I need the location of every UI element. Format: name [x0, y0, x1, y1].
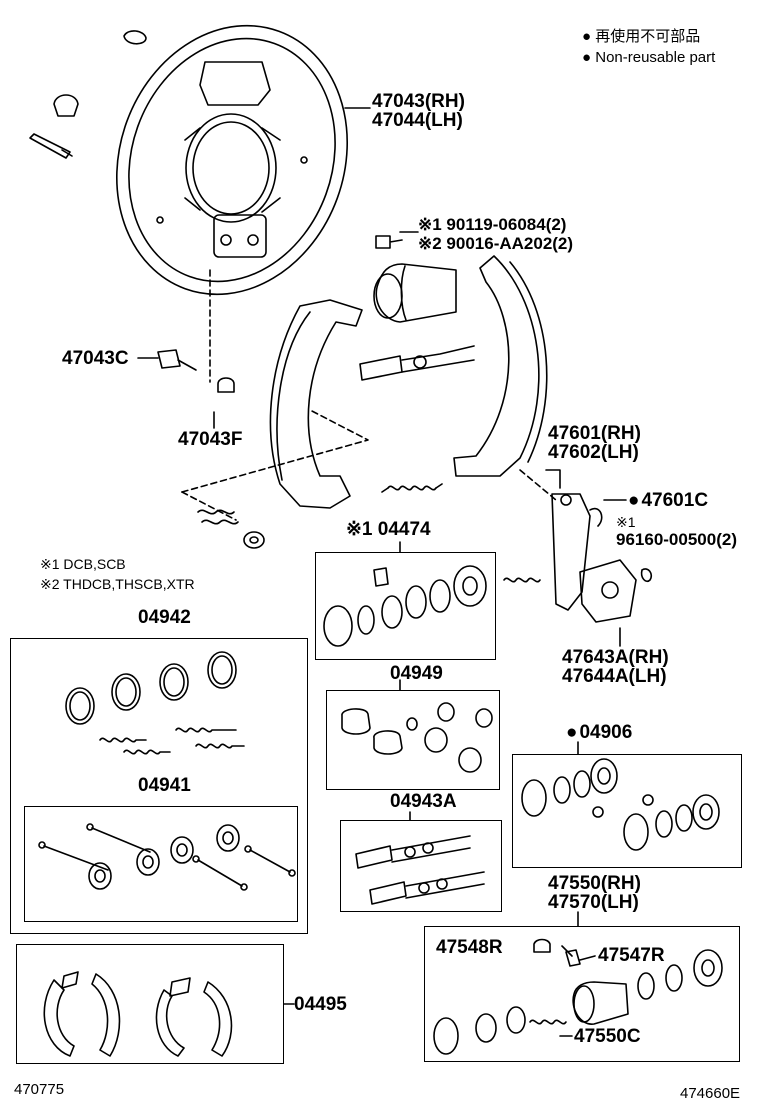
label-adjuster: 47643A(RH) 47644A(LH) — [562, 647, 669, 687]
kit-04474-parts — [323, 565, 487, 647]
kit-04495-box — [16, 944, 284, 1064]
kit-04906-box — [512, 754, 742, 868]
label-shoe-kit: 04495 — [294, 994, 347, 1015]
label-wheel-cylinder: 47550(RH) 47570(LH) — [548, 873, 641, 913]
label-clip: 47601C — [628, 490, 708, 511]
label-kit-04906: 04906 — [566, 722, 632, 743]
wheel-cylinder-box — [424, 926, 740, 1062]
label-washer: 96160-00500(2) — [616, 530, 737, 549]
label-cyl-spring: 47550C — [574, 1026, 641, 1047]
kit-04942-box — [10, 638, 308, 934]
kit-04941-box — [24, 806, 298, 922]
wheel-cylinder-parts — [433, 938, 723, 1055]
kit-04474-box — [315, 552, 496, 660]
kit-04906-parts — [521, 758, 720, 851]
label-cylinder-kit: ※1 04474 — [346, 519, 431, 540]
label-bolt-1: ※1 90119-06084(2) — [418, 215, 567, 234]
label-pin: 47043C — [62, 348, 129, 369]
label-spring-kit: 04942 — [138, 607, 191, 628]
legend-bullet-icon: ● — [582, 28, 592, 45]
label-kit-04949: 04949 — [390, 663, 443, 684]
ref-right: 474660E — [680, 1085, 741, 1102]
label-nut: 47043F — [178, 429, 243, 450]
label-kit-04943a: 04943A — [390, 791, 457, 812]
non-reusable-dot-icon — [628, 490, 641, 511]
kit-04943a-box — [340, 820, 502, 912]
label-kit-04941: 04941 — [138, 775, 191, 796]
backing-plate-drawing — [115, 24, 349, 296]
label-bleeder-cap: 47548R — [436, 937, 503, 958]
label-washer-mark: ※1 — [616, 514, 636, 530]
label-backing-plate: 47043(RH) 47044(LH) — [372, 91, 465, 131]
kit-04949-parts — [341, 702, 493, 773]
legend-jp: ● 再使用不可部品 — [582, 28, 701, 45]
ref-left: 470775 — [14, 1081, 65, 1098]
legend-bullet-icon: ● — [582, 49, 592, 66]
kit-04943a-parts — [355, 835, 485, 905]
kit-04949-box — [326, 690, 500, 790]
kit-04942-parts — [65, 651, 245, 755]
kit-04941-parts — [38, 823, 296, 891]
label-bleeder: 47547R — [598, 945, 665, 966]
label-bolt-2: ※2 90016-AA202(2) — [418, 234, 574, 253]
label-lever: 47601(RH) 47602(LH) — [548, 423, 641, 463]
kit-04495-parts — [43, 971, 233, 1057]
non-reusable-dot-icon — [566, 722, 579, 743]
note-1: ※1 DCB,SCB — [40, 556, 126, 572]
note-2: ※2 THDCB,THSCB,XTR — [40, 576, 195, 592]
legend: ● 再使用不可部品 ● Non-reusable part — [582, 26, 715, 68]
legend-en: ● Non-reusable part — [582, 49, 716, 66]
